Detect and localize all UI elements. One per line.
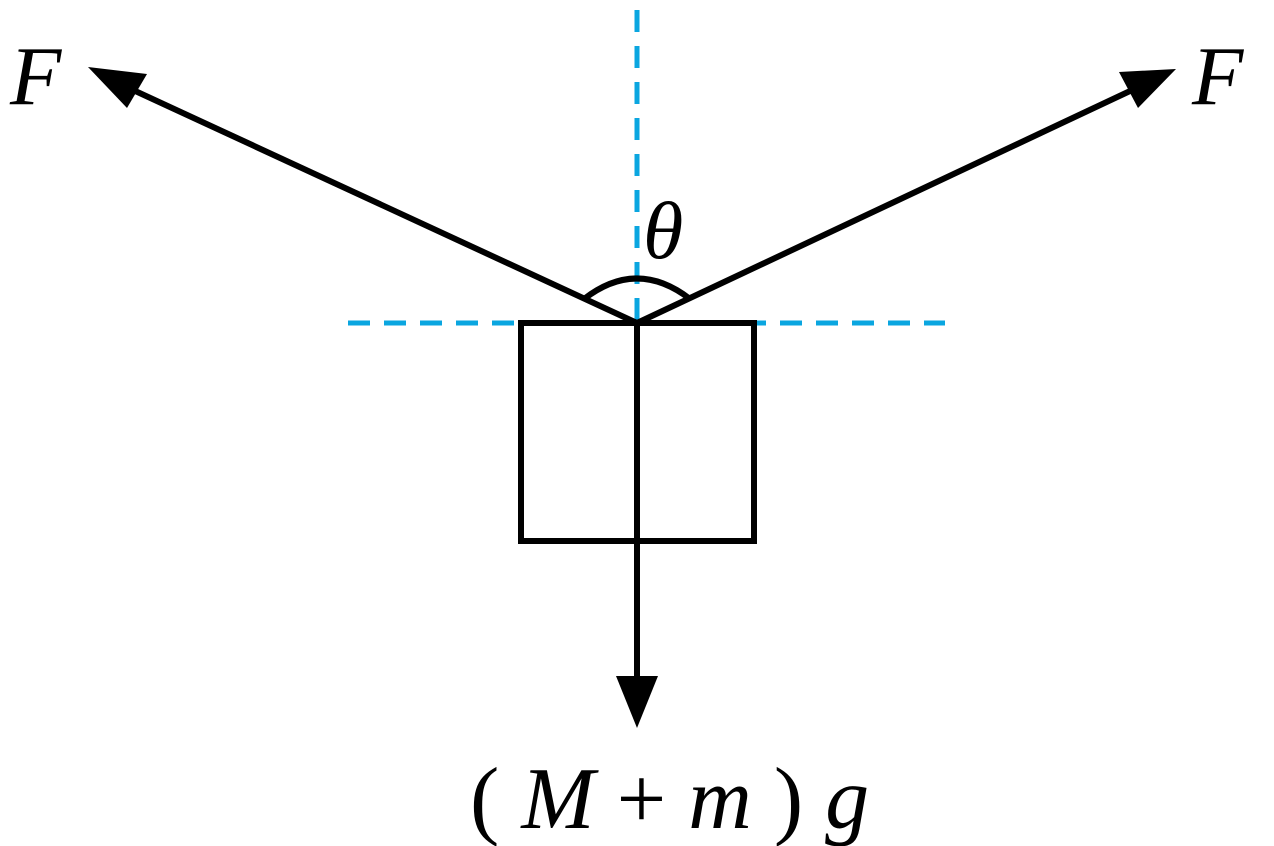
force-right-arrowhead [1119, 69, 1176, 108]
weight-label-close-paren: ) [774, 751, 803, 846]
force-right-label: F [1191, 30, 1245, 123]
force-right-line [635, 80, 1149, 326]
weight-label-m: m [688, 751, 752, 846]
weight-label-M: M [519, 751, 599, 846]
weight-label-plus: + [617, 751, 667, 846]
force-left-line [116, 80, 639, 326]
angle-arc [582, 275, 692, 302]
angle-label: θ [643, 185, 683, 276]
force-left-label: F [9, 30, 63, 123]
weight-label-open-paren: ( [470, 751, 499, 846]
force-left-arrowhead [88, 67, 147, 108]
weight-label-g: g [825, 751, 869, 846]
weight-arrowhead [616, 676, 658, 728]
weight-label: ( M + m ) g [470, 751, 869, 846]
